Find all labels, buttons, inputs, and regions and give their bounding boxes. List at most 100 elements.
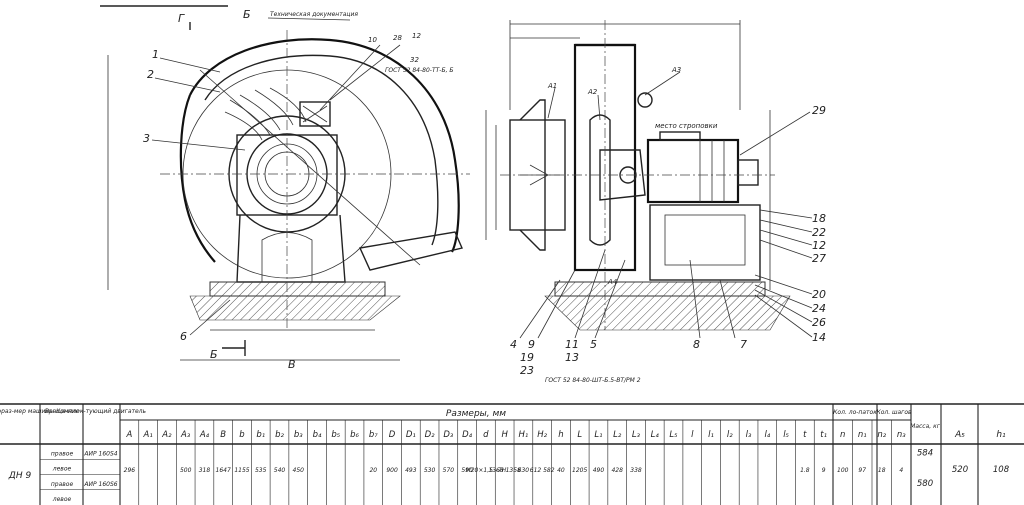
dim-header-19: d: [483, 430, 489, 440]
callout-20: 20: [812, 288, 826, 301]
header-motor: Комплек-тующий двигатель: [56, 408, 147, 415]
count-header-2: n₂: [877, 430, 886, 440]
dim-header-15: D₁: [406, 430, 416, 440]
dim-header-3: A₃: [180, 430, 191, 440]
row-rotation-0: правое: [51, 450, 74, 457]
callout-32: 32: [410, 56, 419, 64]
callout-27: 27: [812, 252, 826, 265]
value-D2: 530: [424, 467, 436, 474]
value-steps-a: 4: [899, 467, 903, 474]
dim-header-37: t₁: [820, 430, 827, 440]
row-rotation-3: левое: [52, 496, 72, 503]
callout-19: 19: [520, 351, 534, 364]
value-b3: 450: [293, 467, 305, 474]
header-steps: Кол. шагов: [876, 409, 912, 416]
value-A3: 500: [180, 467, 192, 474]
side-view: A1 A2 A3 A4 29 18 22 12 27 20 24 26 14 4…: [485, 20, 826, 384]
header-h1: h₁: [996, 430, 1006, 440]
value-A: 296: [124, 467, 136, 474]
value-D3: 570: [443, 467, 455, 474]
callout-29: 29: [812, 104, 826, 117]
dim-header-0: A: [125, 430, 132, 440]
dim-header-9: b₃: [294, 430, 303, 440]
row-rotation-1: левое: [52, 466, 72, 473]
value-n1: 97: [858, 467, 866, 474]
value-L1: 490: [593, 467, 605, 474]
dim-header-28: L₄: [651, 430, 660, 440]
gost-note-front: ГОСТ 52 84-80-ТТ-Б, Б: [385, 67, 454, 74]
callout-7: 7: [740, 338, 747, 351]
dim-header-24: L: [577, 430, 582, 440]
callout-4: 4: [510, 338, 517, 351]
value-b7: 20: [369, 467, 377, 474]
count-header-0: n: [840, 430, 845, 440]
value-D: 900: [386, 467, 398, 474]
value-a5: 520: [952, 465, 968, 475]
detail-a1: A1: [547, 82, 557, 90]
value-L3: 338: [630, 467, 642, 474]
value-H: 1368 1358: [488, 467, 521, 474]
dim-header-31: l₁: [708, 430, 714, 440]
sling-note: место строповки: [655, 122, 718, 130]
dim-header-8: b₂: [275, 430, 284, 440]
dim-header-23: h: [558, 430, 563, 440]
value-d: M20×1,5 –7H: [466, 467, 507, 474]
row-mass-0: 584: [917, 448, 933, 458]
dim-header-21: H₁: [519, 430, 529, 440]
dim-header-26: L₂: [613, 430, 622, 440]
callout-14: 14: [812, 331, 826, 344]
value-L: 1205: [572, 467, 587, 474]
header-type-size: Типораз-мер машины: [0, 408, 54, 415]
dim-header-14: D: [389, 430, 396, 440]
dim-header-33: l₃: [746, 430, 752, 440]
callout-1: 1: [152, 48, 159, 61]
section-mark-b-bottom: Б: [210, 348, 218, 361]
dim-header-29: L₅: [669, 430, 678, 440]
count-header-1: n₁: [858, 430, 867, 440]
callout-11: 11: [565, 338, 579, 351]
header-rotation: Враще-ние: [45, 408, 80, 415]
value-A4: 318: [199, 467, 211, 474]
dim-header-36: t: [803, 430, 807, 440]
value-L2: 428: [611, 467, 623, 474]
header-a5: A₅: [954, 430, 965, 440]
dim-header-35: l₅: [783, 430, 789, 440]
value-t: 1.8: [800, 467, 810, 474]
section-mark-g: Г: [178, 12, 185, 25]
dim-header-32: l₂: [727, 430, 733, 440]
dim-header-17: D₃: [443, 430, 454, 440]
detail-a2: A2: [587, 88, 598, 96]
callout-8: 8: [693, 338, 700, 351]
dim-header-22: H₂: [537, 430, 547, 440]
dim-header-12: b₆: [350, 430, 359, 440]
callout-28: 28: [393, 34, 402, 42]
dim-header-1: A₁: [143, 430, 153, 440]
callout-12: 12: [412, 32, 421, 40]
value-b: 1155: [234, 467, 249, 474]
callout-12-side: 12: [812, 239, 826, 252]
row-rotation-2: правое: [51, 481, 74, 488]
gost-note-side: ГОСТ 52 84-80-ШТ-Б.5-ВТ/РМ 2: [545, 377, 641, 384]
header-dimensions: Размеры, мм: [446, 409, 506, 419]
dim-header-25: L₁: [594, 430, 602, 440]
front-view: 1 2 3 Б Б 6 10 28 12 32 Г В Техническая …: [100, 5, 470, 371]
dim-header-27: L₃: [632, 430, 641, 440]
type-name: ДН 9: [8, 471, 32, 481]
row-motor-2: АИР 160S6: [83, 481, 117, 488]
dim-header-34: l₄: [764, 430, 770, 440]
value-h1: 108: [993, 465, 1010, 475]
count-header-3: n₃: [897, 430, 906, 440]
dim-header-5: B: [220, 430, 226, 440]
header-blades: Кол. ло-паток: [833, 409, 877, 416]
value-blades: 18: [878, 467, 886, 474]
spec-table: Типораз-мер машиныВраще-ниеКомплек-тующи…: [0, 403, 1024, 505]
callout-22: 22: [812, 226, 826, 239]
dim-header-2: A₂: [161, 430, 172, 440]
value-D1: 493: [405, 467, 417, 474]
value-H2: 612 582: [530, 467, 555, 474]
dim-label-v: В: [288, 358, 296, 371]
value-h: 40: [557, 467, 565, 474]
value-n: 100: [837, 467, 849, 474]
callout-24: 24: [812, 302, 826, 315]
callout-13: 13: [565, 351, 579, 364]
